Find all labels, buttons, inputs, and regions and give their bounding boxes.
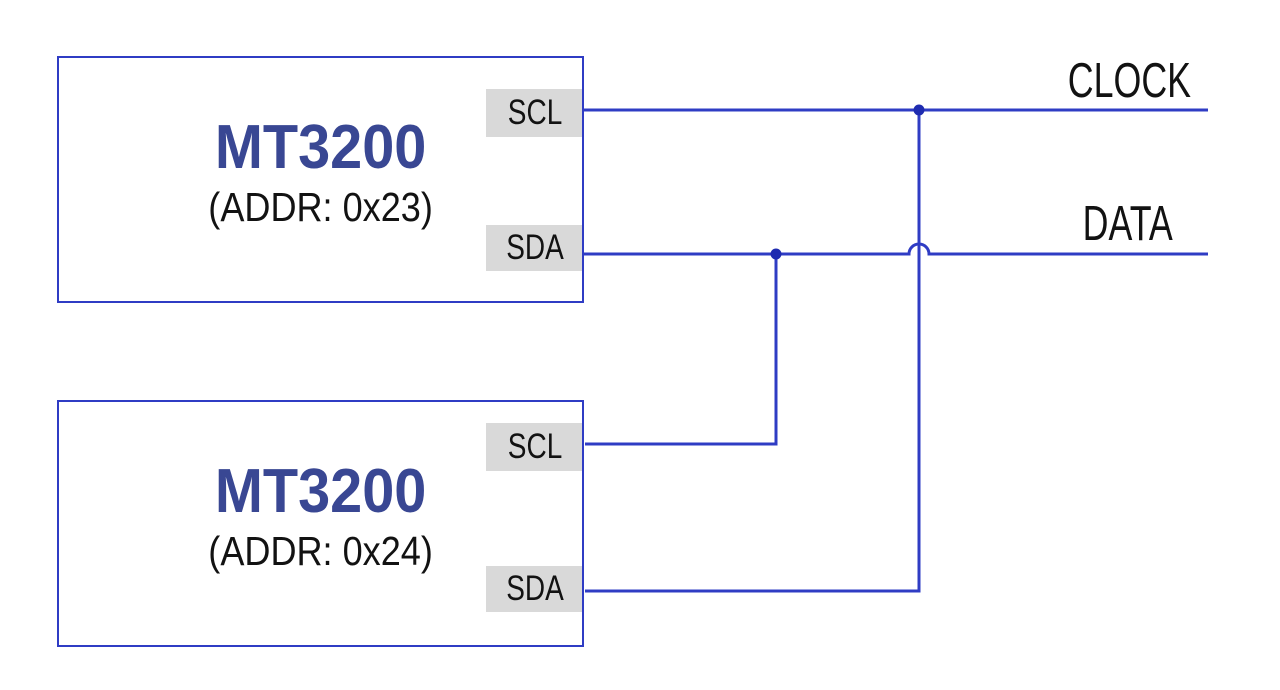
device2-text: MT3200 (ADDR: 0x24) [193,461,448,572]
device2-address: (ADDR: 0x24) [208,528,433,574]
data-bus-junction-dot [770,248,782,260]
device1-sda-pin: SDA [486,225,584,271]
clock-bus-label: CLOCK [1058,52,1200,110]
device1-sda-pin-label: SDA [506,228,564,267]
device1-name: MT3200 [214,113,427,182]
device1-box: MT3200 (ADDR: 0x23) [57,56,584,303]
data-bus-label: DATA [1057,195,1199,253]
device2-box: MT3200 (ADDR: 0x24) [57,400,584,647]
clock-bus-junction-dot [913,104,925,116]
device1-address: (ADDR: 0x23) [208,184,433,230]
clock-bus-label-text: CLOCK [1067,54,1191,108]
data-bus-label-text: DATA [1082,197,1174,251]
device1-scl-pin: SCL [486,89,584,137]
device2-scl-pin-label: SCL [507,427,563,466]
clock-bus-to-device2-sda-branch-wire [585,110,921,593]
device1-scl-pin-label: SCL [507,93,563,132]
device2-name: MT3200 [214,457,427,526]
device2-scl-pin: SCL [486,423,584,471]
device2-sda-pin-label: SDA [506,569,564,608]
device1-text: MT3200 (ADDR: 0x23) [193,117,448,228]
device2-sda-pin: SDA [486,566,584,612]
data-bus-to-device2-scl-branch-wire [585,254,778,446]
